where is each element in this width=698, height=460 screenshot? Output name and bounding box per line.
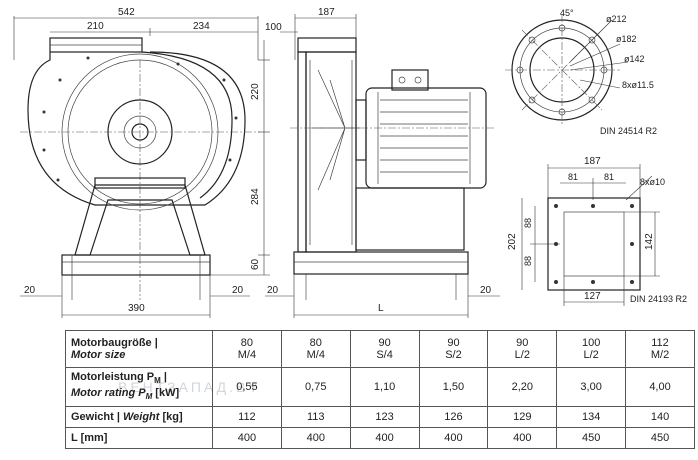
table-cell: 450 [556,427,627,449]
dim-front-right: 234 [193,21,210,32]
dim-front-base: 60 [250,258,261,270]
flange-round-standard: DIN 24514 R2 [600,126,657,136]
table-cell: 134 [556,406,627,428]
row-header: Motorbaugröße | Motor size [65,330,213,368]
flange-angle: 45° [560,8,574,18]
sq-h1: 88 [523,218,533,228]
table-cell: 123 [349,406,420,428]
dim-side-bolt-right: 20 [480,285,492,296]
side-view: 187 100 [265,7,500,318]
flange-d142: ø142 [624,54,645,64]
dim-front-base-width: 390 [128,303,145,314]
table-cell: 3,00 [556,367,627,407]
dim-front-lower: 284 [250,188,261,205]
sq-holes: 8xø10 [640,177,665,187]
table-cell: 113 [280,406,351,428]
table-cell: 400 [349,427,420,449]
table-cell: 0,75 [280,367,351,407]
row-header: L [mm] [65,427,213,449]
table-cell: 400 [487,427,558,449]
table-cell: 400 [418,427,489,449]
table-cell: 129 [487,406,558,428]
table-cell: 400 [212,427,282,449]
sq-half-left: 81 [568,172,578,182]
flange-d212: ø212 [606,14,627,24]
flange-round-holes: 8xø11.5 [622,80,654,90]
table-cell: 0,55 [212,367,282,407]
sq-inner-h: 142 [644,233,655,250]
row-header: Motorleistung PM | Motor rating PM [kW] [65,367,213,407]
dim-side-width: 187 [318,7,335,18]
round-flange-view: 45° ø212 ø182 ø142 8xø11.5 DIN 24514 R2 [505,8,657,136]
dim-side-length: L [378,303,384,314]
table-cell: 4,00 [625,367,695,407]
sq-h2: 88 [523,256,533,266]
table-cell: 400 [280,427,351,449]
dim-front-width: 542 [118,7,135,18]
dim-front-bolt-right: 20 [232,285,244,296]
table-cell: 126 [418,406,489,428]
table-row-length: L [mm] 400 400 400 400 400 450 450 [65,427,695,449]
square-flange-view: 187 81 81 8xø10 202 88 88 142 127 DIN [507,156,687,306]
table-cell: 140 [625,406,695,428]
dim-side-bolt-left: 20 [267,285,279,296]
dim-side-offset: 100 [265,22,282,33]
dim-front-upper: 220 [250,83,261,100]
table-row-weight: Gewicht | Weight [kg] 112 113 123 126 12… [65,406,695,428]
sq-standard: DIN 24193 R2 [630,294,687,304]
table-cell: 2,20 [487,367,558,407]
table-cell: 450 [625,427,695,449]
front-view: 542 210 234 [13,7,270,318]
table-row-motor-rating: Motorleistung PM | Motor rating PM [kW] … [65,367,695,407]
sq-width: 187 [584,156,601,167]
dim-front-left: 210 [87,21,104,32]
table-cell: 1,10 [349,367,420,407]
dim-front-bolt-left: 20 [24,285,36,296]
flange-d182: ø182 [616,34,637,44]
row-header: Gewicht | Weight [kg] [65,406,213,428]
sq-inner-w: 127 [584,291,601,302]
table-cell: 1,50 [418,367,489,407]
table-cell: 112 [212,406,282,428]
sq-total-h: 202 [507,233,518,250]
sq-half-right: 81 [604,172,614,182]
